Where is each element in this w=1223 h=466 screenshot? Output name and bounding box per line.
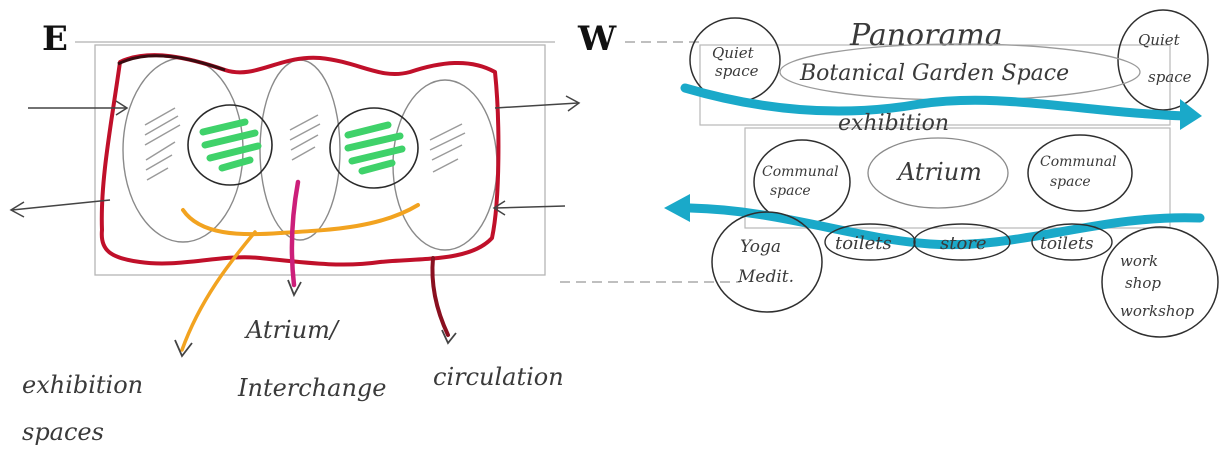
- label-yoga-1: Yoga: [740, 237, 781, 257]
- garden-circle-2: [329, 107, 419, 189]
- circulation-arrowhead: [441, 329, 457, 345]
- left-sketch: E: [9, 19, 581, 446]
- label-communal-left-2: space: [770, 183, 811, 199]
- yoga-meditation-space: [711, 211, 823, 313]
- label-store: store: [940, 233, 987, 254]
- label-toilets-right: toilets: [1040, 234, 1094, 254]
- atrium-arrowhead: [287, 279, 302, 298]
- garden-hatch-1: [199, 118, 262, 172]
- garden-hatch-2: [344, 121, 406, 175]
- label-atrium-2: Interchange: [237, 374, 387, 402]
- flow-arrowhead-top: [1180, 99, 1202, 130]
- hatching-3: [429, 123, 466, 173]
- compass-west: W: [577, 19, 617, 59]
- toilets-left: [824, 223, 916, 261]
- label-communal-right-2: space: [1050, 174, 1091, 190]
- label-workshop-2: shop: [1125, 274, 1161, 292]
- exit-arrow-left: [9, 199, 111, 218]
- flow-arrow-bottom: [685, 203, 1205, 250]
- hatching-1: [144, 107, 181, 181]
- communal-space-right: [1027, 134, 1133, 212]
- upper-frame: [699, 44, 1171, 126]
- garden-circle-1: [187, 104, 273, 186]
- label-botanical: Botanical Garden Space: [799, 61, 1069, 86]
- exhibition-path-down: [180, 230, 257, 352]
- label-atrium-1: Atrium/: [244, 316, 341, 344]
- circulation-top-dark: [117, 54, 226, 72]
- entry-arrow-right: [492, 200, 566, 216]
- flow-arrowhead-bottom: [664, 194, 690, 222]
- label-workshop-1: work: [1120, 252, 1158, 270]
- label-quiet-left-1: Quiet: [712, 44, 755, 62]
- label-workshop-3: workshop: [1120, 302, 1195, 320]
- hatching-2: [289, 114, 321, 161]
- workshop-space: [1101, 226, 1219, 338]
- label-atrium: Atrium: [896, 158, 982, 186]
- label-yoga-2: Medit.: [737, 267, 794, 287]
- label-exhibition-spaces-2: spaces: [22, 418, 104, 446]
- atrium-path: [289, 179, 301, 288]
- label-toilets-left: toilets: [835, 233, 892, 254]
- circulation-loop: [99, 53, 501, 267]
- label-circulation: circulation: [433, 363, 564, 391]
- middle-frame: [744, 127, 1171, 229]
- label-quiet-left-2: space: [715, 62, 759, 80]
- quiet-space-right: [1117, 9, 1209, 111]
- label-quiet-right-2: space: [1148, 68, 1192, 86]
- atrium-space: [867, 137, 1009, 209]
- toilets-right: [1031, 223, 1113, 261]
- right-sketch: W Panorama Quiet space Quiet space Botan…: [560, 9, 1219, 338]
- site-outline: [94, 44, 546, 276]
- exhibition-arrowhead: [174, 339, 193, 358]
- exhibition-space-1: [122, 57, 244, 243]
- label-communal-right-1: Communal: [1040, 154, 1117, 170]
- label-quiet-right-1: Quiet: [1138, 31, 1181, 49]
- store-space: [913, 223, 1011, 261]
- label-exhibition-spaces-1: exhibition: [22, 371, 143, 399]
- label-exhibition: exhibition: [838, 111, 949, 136]
- label-communal-left-1: Communal: [762, 164, 839, 180]
- entry-arrow-left: [28, 100, 129, 116]
- flow-arrow-top: [680, 83, 1190, 121]
- exit-arrow-right: [494, 95, 581, 112]
- exhibition-path: [181, 203, 420, 237]
- compass-east: E: [42, 19, 68, 59]
- circulation-exit: [430, 256, 450, 337]
